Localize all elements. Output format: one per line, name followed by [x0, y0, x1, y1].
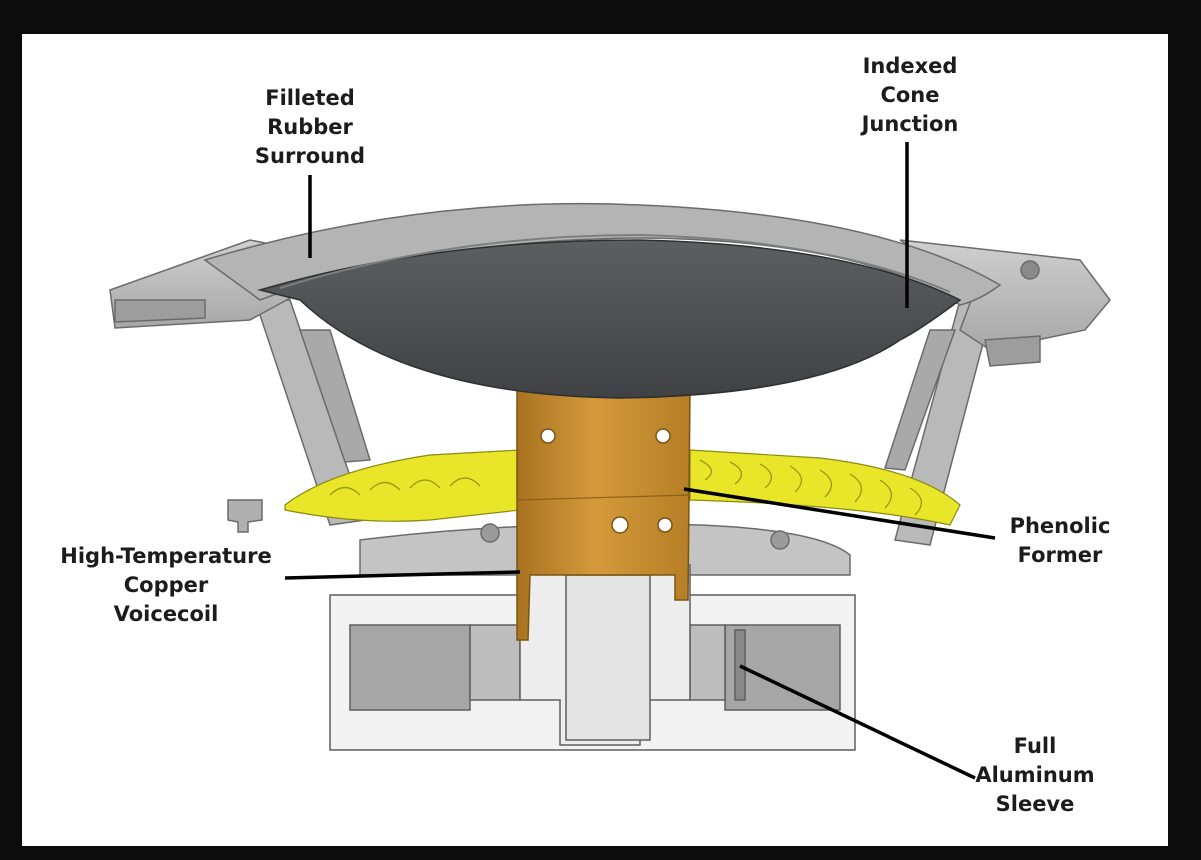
label-filleted-rubber-surround: Filleted Rubber Surround — [254, 86, 366, 168]
motor-assembly — [329, 564, 856, 751]
leader-line-sleeve — [739, 664, 976, 780]
voice-coil-former — [516, 389, 691, 641]
leader-line-former — [683, 487, 996, 540]
label-high-temperature-copper-voicecoil: High-Temperature Copper Voicecoil — [60, 544, 272, 626]
leader-line-voicecoil — [284, 570, 521, 580]
label-indexed-cone-junction: Indexed Cone Junction — [861, 54, 959, 136]
label-phenolic-former: Phenolic Former — [1009, 514, 1111, 567]
label-full-aluminum-sleeve: Full Aluminum Sleeve — [975, 734, 1095, 816]
cone-and-surround — [203, 202, 1002, 399]
spider-suspension — [284, 449, 961, 526]
leader-lines — [284, 142, 996, 780]
